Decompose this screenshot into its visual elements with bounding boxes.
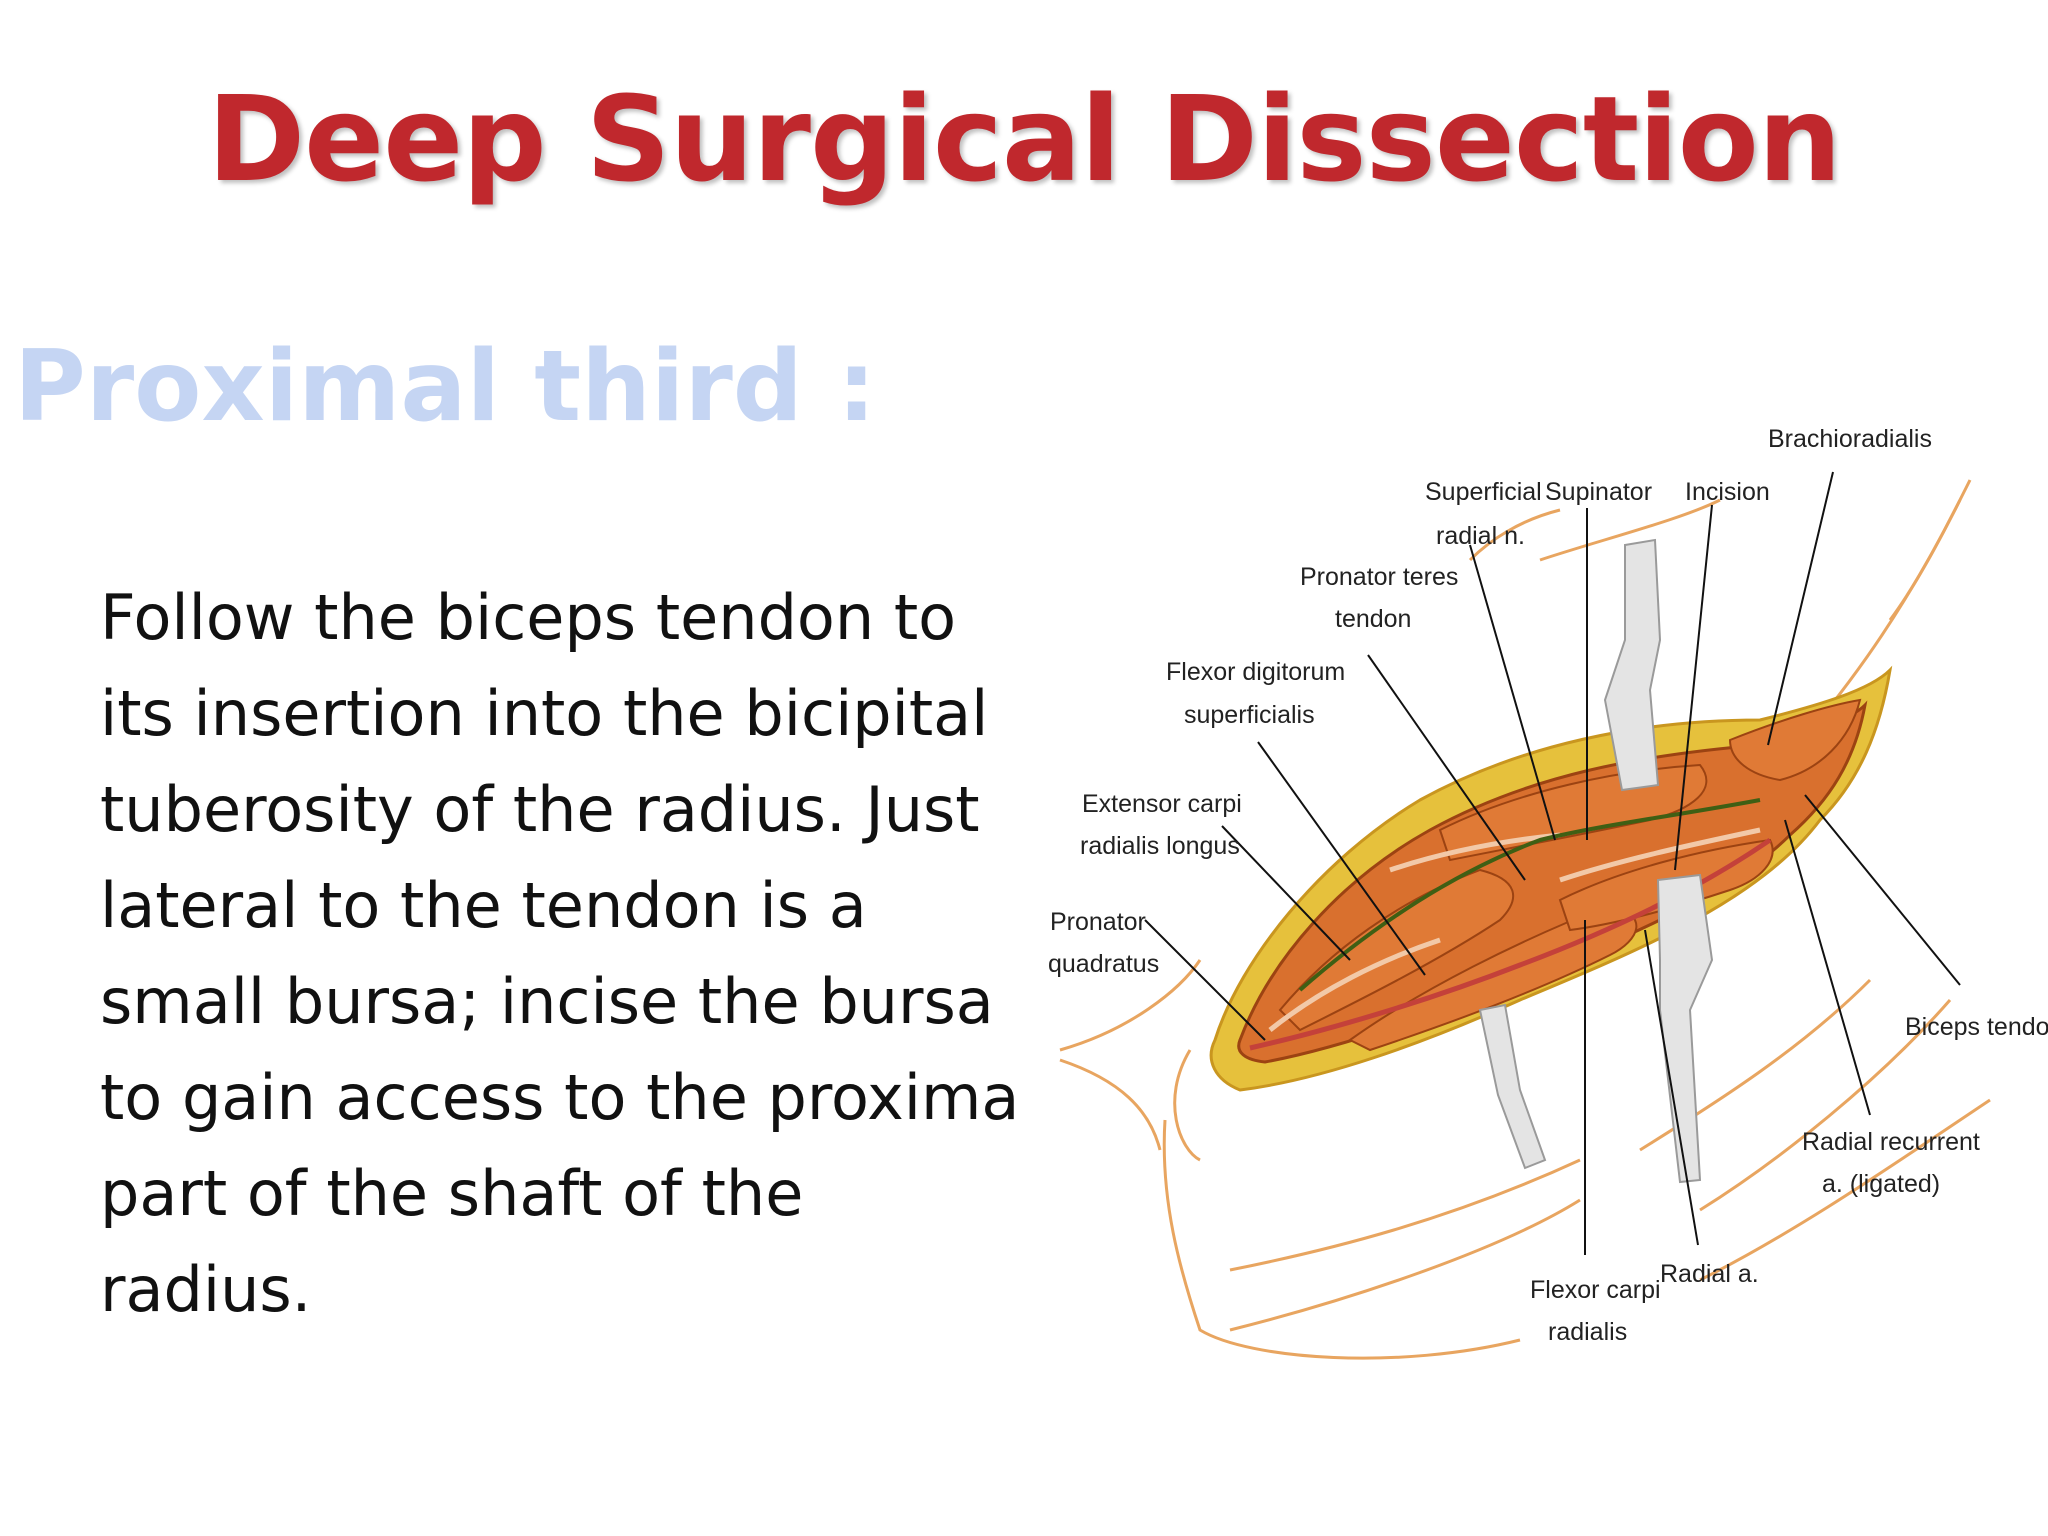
label-flexor-digitorum-2: superficialis: [1184, 701, 1315, 729]
figure-labels: Brachioradialis Superficial radial n. Su…: [1048, 425, 2048, 1346]
label-superficial-radial-n-2: radial n.: [1436, 522, 1525, 550]
body-line: radius.: [100, 1253, 312, 1326]
retractors: [1478, 538, 1714, 1184]
label-incision: Incision: [1685, 478, 1770, 506]
forearm-outline: [1059, 479, 1991, 1360]
label-pronator-quadratus-1: Pronator: [1050, 908, 1146, 936]
section-subtitle: Proximal third :: [14, 330, 877, 444]
body-line: lateral to the tendon is a: [100, 869, 867, 942]
label-flexor-carpi-1: Flexor carpi: [1530, 1276, 1661, 1304]
label-extensor-carpi-1: Extensor carpi: [1082, 790, 1242, 818]
slide-title: Deep Surgical Dissection: [207, 70, 1842, 208]
body-line: tuberosity of the radius. Just: [100, 773, 980, 846]
tendon-highlights: [1268, 827, 1761, 1032]
label-pronator-quadratus-2: quadratus: [1048, 950, 1159, 978]
body-line: to gain access to the proxima: [100, 1061, 1020, 1134]
label-flexor-carpi-2: radialis: [1548, 1318, 1627, 1346]
label-flexor-digitorum-1: Flexor digitorum: [1166, 658, 1345, 686]
leader-lines: [1144, 471, 1961, 1255]
body-line: part of the shaft of the: [100, 1157, 804, 1230]
label-radial-recurrent-1: Radial recurrent: [1802, 1128, 1980, 1156]
label-extensor-carpi-2: radialis longus: [1080, 832, 1240, 860]
label-radial-a: Radial a.: [1660, 1260, 1759, 1288]
label-radial-recurrent-2: a. (ligated): [1822, 1170, 1940, 1198]
label-brachioradialis: Brachioradialis: [1768, 425, 1932, 453]
anatomy-illustration: Brachioradialis Superficial radial n. Su…: [1040, 410, 2048, 1470]
label-superficial-radial-n-1: Superficial: [1425, 478, 1542, 506]
label-supinator: Supinator: [1545, 478, 1652, 506]
body-line: its insertion into the bicipital: [100, 677, 989, 750]
label-biceps-tendon: Biceps tendon: [1905, 1013, 2048, 1041]
body-line: Follow the biceps tendon to: [100, 581, 957, 654]
body-line: small bursa; incise the bursa: [100, 965, 994, 1038]
label-pronator-teres-2: tendon: [1335, 605, 1411, 633]
forearm-dissection-drawing: Brachioradialis Superficial radial n. Su…: [1048, 425, 2048, 1360]
body-paragraph: Follow the biceps tendon to its insertio…: [100, 570, 1040, 1338]
label-pronator-teres-1: Pronator teres: [1300, 563, 1458, 591]
